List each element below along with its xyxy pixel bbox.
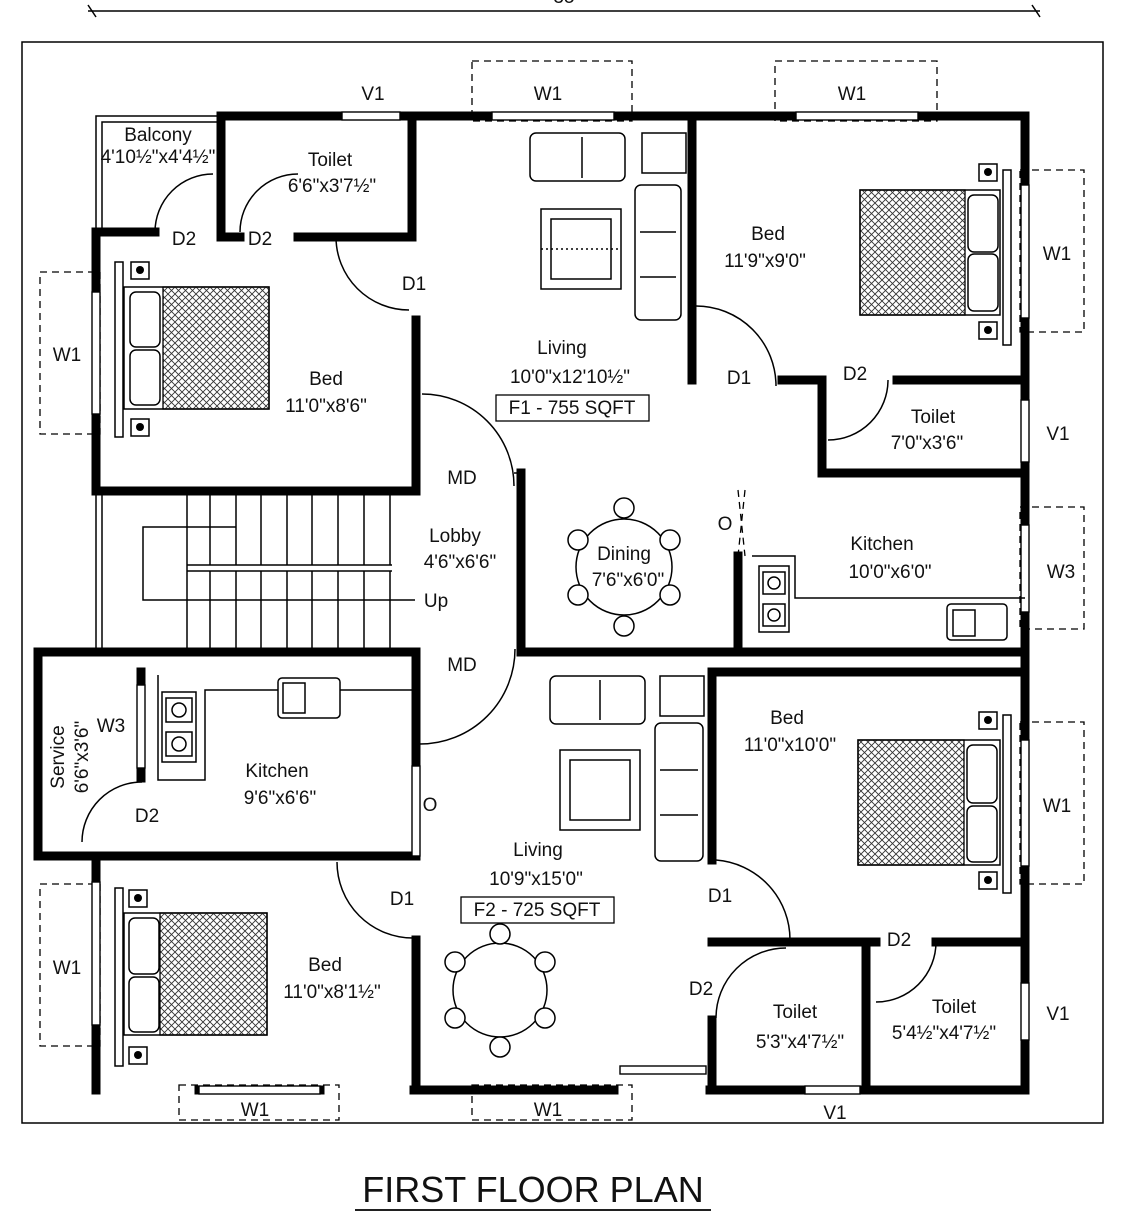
tag-w1-left-1: W1: [53, 345, 82, 366]
bed-top-left-size: 11'0"x8'6": [285, 396, 367, 417]
tag-d1-bed-top-left: D1: [402, 274, 426, 295]
lobby-size: 4'6"x6'6": [424, 552, 497, 573]
service-size: 6'6"x3'6": [72, 721, 93, 794]
tag-o-kitchen: O: [423, 795, 438, 816]
toilet-bottom-right-size: 5'4½"x4'7½": [892, 1023, 996, 1044]
tag-d2-toilet-top-left: D2: [248, 229, 272, 250]
bed-top-right-size: 11'9"x9'0": [724, 251, 806, 272]
living-f2-area-box: [460, 896, 615, 924]
tag-w1-bottom-2: W1: [534, 1100, 563, 1121]
bed-bottom-left-name: Bed: [308, 955, 342, 976]
stair-up-label: Up: [424, 591, 448, 612]
living-f2-size: 10'9"x15'0": [489, 869, 583, 890]
balcony-outline: [95, 115, 221, 232]
opening-tags: V1 W1 W1 W1 V1 W3 W1 V1 V1 W1 W1 W1 W1 W…: [53, 84, 1076, 1124]
balcony-size: 4'10½"x4'4½": [101, 147, 216, 168]
tag-w1-top-2: W1: [838, 84, 867, 105]
bed-bottom-left-size: 11'0"x8'1½": [283, 982, 381, 1003]
tag-w1-bottom-1: W1: [241, 1100, 270, 1121]
bed-bottom-right-size: 11'0"x10'0": [744, 735, 836, 756]
bed-furniture-top-right: [859, 163, 1012, 346]
tag-d2-service: D2: [135, 806, 159, 827]
staircase: [95, 491, 415, 652]
dining-table-f1: [567, 497, 681, 637]
kitchen-counter-right: [752, 555, 1025, 641]
tag-w3-right: W3: [1047, 562, 1076, 583]
tag-w1-right-1: W1: [1043, 244, 1072, 265]
top-dimension-line: 35: [87, 0, 1041, 18]
tag-v1-bottom: V1: [823, 1103, 846, 1124]
lobby-name: Lobby: [429, 526, 481, 547]
kitchen-right-size: 10'0"x6'0": [848, 562, 931, 583]
tag-o-dining: O: [718, 514, 733, 535]
dining-size: 7'6"x6'0": [592, 570, 665, 591]
tag-w1-left-2: W1: [53, 958, 82, 979]
tag-v1-top: V1: [361, 84, 384, 105]
bed-furniture-top-left: [114, 261, 270, 438]
living-f1-size: 10'0"x12'10½": [510, 367, 630, 388]
bed-bottom-right-name: Bed: [770, 708, 804, 729]
tag-md-lower: MD: [447, 655, 477, 676]
toilet-top-left-name: Toilet: [308, 150, 353, 171]
dining-table-f2: [444, 923, 556, 1058]
tag-w1-top-1: W1: [534, 84, 563, 105]
living-f1-area: F1 - 755 SQFT: [509, 398, 636, 419]
living-f1-area-box: [495, 394, 650, 422]
toilet-bottom-right-name: Toilet: [932, 997, 977, 1018]
kitchen-left-name: Kitchen: [245, 761, 308, 782]
living-f2-area: F2 - 725 SQFT: [474, 900, 601, 921]
tag-d1-bed-top-right: D1: [727, 368, 751, 389]
tag-v1-right-1: V1: [1046, 424, 1069, 445]
plan-title: FIRST FLOOR PLAN: [362, 1169, 703, 1210]
bed-top-right-name: Bed: [751, 224, 785, 245]
toilet-top-left-size: 6'6"x3'7½": [288, 176, 376, 197]
service-name: Service: [48, 725, 69, 788]
living-f2-name: Living: [513, 840, 563, 861]
toilet-bottom-mid-name: Toilet: [773, 1002, 818, 1023]
drawing-frame: [21, 41, 1104, 1124]
dining-name: Dining: [597, 544, 651, 565]
tag-d2-toilet-bottom-mid: D2: [689, 979, 713, 1000]
tag-v1-right-2: V1: [1046, 1004, 1069, 1025]
living-furniture-f1: [529, 132, 687, 321]
balcony-name: Balcony: [124, 125, 192, 146]
tag-w1-right-2: W1: [1043, 796, 1072, 817]
tag-w3-service: W3: [97, 716, 126, 737]
toilet-bottom-mid-size: 5'3"x4'7½": [756, 1032, 844, 1053]
toilet-top-right-size: 7'0"x3'6": [891, 433, 964, 454]
living-furniture-f2: [549, 675, 705, 862]
living-f1-name: Living: [537, 338, 587, 359]
doors: [81, 173, 937, 1019]
tag-d1-bed-bottom-left: D1: [390, 889, 414, 910]
room-labels: Balcony 4'10½"x4'4½" Toilet 6'6"x3'7½" B…: [48, 125, 996, 1053]
tag-d2-toilet-bottom-right: D2: [887, 930, 911, 951]
bed-top-left-name: Bed: [309, 369, 343, 390]
bed-furniture-bottom-left: [114, 887, 268, 1067]
tag-d1-bed-bottom-right: D1: [708, 886, 732, 907]
balcony-rail: [101, 121, 221, 232]
kitchen-right-name: Kitchen: [850, 534, 913, 555]
windows: [39, 60, 1085, 1121]
kitchen-left-size: 9'6"x6'6": [244, 788, 317, 809]
tag-md-upper: MD: [447, 468, 477, 489]
tag-d2-balcony: D2: [172, 229, 196, 250]
top-dimension-label: 35: [553, 0, 574, 8]
toilet-top-right-name: Toilet: [911, 407, 956, 428]
kitchen-counter-left: [157, 675, 416, 781]
tag-d2-toilet-top-right: D2: [843, 364, 867, 385]
bed-furniture-bottom-right: [857, 711, 1012, 894]
